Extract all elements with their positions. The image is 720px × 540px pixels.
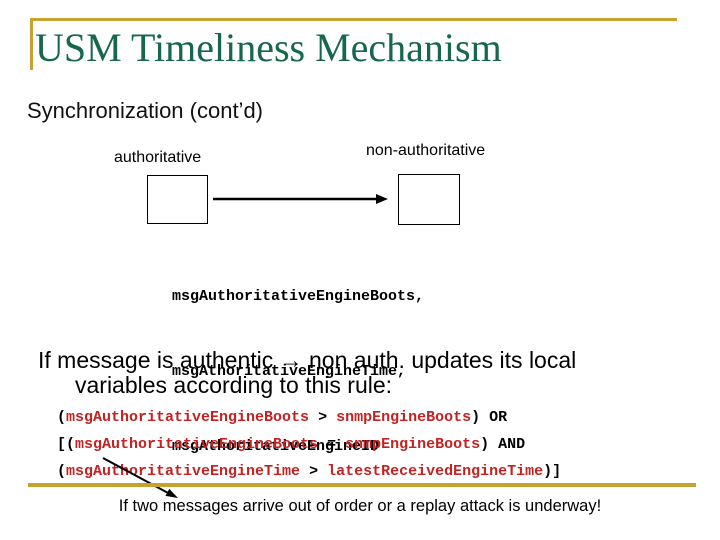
- non-authoritative-label: non-authoritative: [366, 142, 486, 159]
- message-flow-arrow: [213, 194, 388, 204]
- code-segment: >: [309, 409, 337, 426]
- code-segment: snmpEngineBoots: [345, 436, 481, 453]
- title-left-border-line: [30, 18, 33, 70]
- message-field: msgAuthoritativeEngineBoots,: [172, 288, 425, 305]
- message-field: msgAthoritativeEngineID: [172, 438, 380, 455]
- callout-arrow: [102, 457, 178, 498]
- message-field: msgAthoritativeEngineTime,: [172, 363, 407, 380]
- authoritative-entity-box: [147, 175, 208, 224]
- code-segment: msgAuthoritativeEngineBoots: [66, 409, 310, 426]
- slide-subtitle: Synchronization (cont’d): [27, 98, 264, 123]
- code-segment: snmpEngineBoots: [336, 409, 472, 426]
- rule-code-line: (msgAuthoritativeEngineTime > latestRece…: [57, 458, 561, 485]
- authoritative-label: authoritative: [114, 149, 202, 166]
- code-segment: [(: [57, 436, 76, 453]
- code-segment: msgAuthoritativeEngineBoots: [75, 436, 319, 453]
- rule-code-line: (msgAuthoritativeEngineBoots > snmpEngin…: [57, 404, 561, 431]
- code-segment: >: [300, 463, 328, 480]
- code-segment: (: [57, 409, 67, 426]
- rule-code: (msgAuthoritativeEngineBoots > snmpEngin…: [57, 404, 561, 485]
- code-segment: latestReceivedEngineTime: [327, 463, 544, 480]
- code-segment: (: [57, 463, 67, 480]
- rule-code-line: [(msgAuthoritativeEngineBoots = snmpEngi…: [57, 431, 561, 458]
- code-segment: msgAuthoritativeEngineTime: [66, 463, 301, 480]
- rule-intro-line1: If message is authentic → non auth. upda…: [38, 347, 577, 373]
- message-fields-list: msgAuthoritativeEngineBoots, msgAthorita…: [172, 234, 424, 509]
- footer-divider-line: [28, 483, 696, 487]
- code-segment: )]: [543, 463, 562, 480]
- slide-title: USM Timeliness Mechanism: [35, 25, 502, 70]
- code-segment: ) AND: [480, 436, 526, 453]
- code-segment: =: [318, 436, 346, 453]
- non-authoritative-entity-box: [398, 174, 460, 225]
- title-top-border-line: [30, 18, 677, 21]
- rule-intro-line2: variables according to this rule:: [75, 372, 393, 398]
- code-segment: ) OR: [471, 409, 508, 426]
- footer-note: If two messages arrive out of order or a…: [118, 497, 602, 515]
